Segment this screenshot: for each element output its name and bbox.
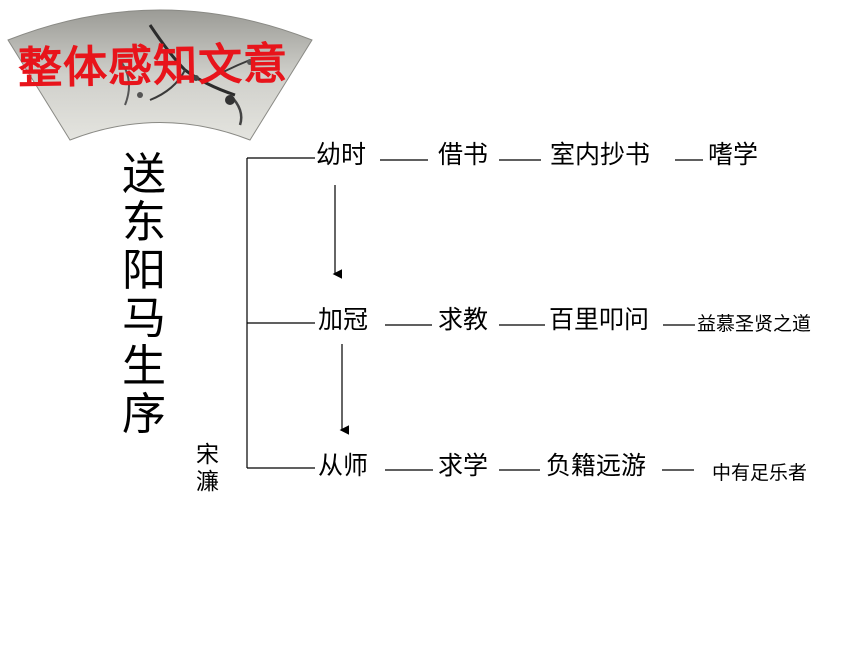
node-stage-childhood: 幼时 <box>316 140 367 169</box>
author-char: 宋 <box>196 442 219 468</box>
title-char: 送 <box>122 149 166 200</box>
node-action: 借书 <box>438 140 489 169</box>
title-char: 马 <box>122 293 166 344</box>
node-stage-adulthood: 加冠 <box>318 305 369 334</box>
node-result: 中有足乐者 <box>712 462 808 484</box>
node-action: 求教 <box>438 305 489 334</box>
node-stage-apprentice: 从师 <box>318 451 369 480</box>
title-char: 序 <box>122 389 166 440</box>
node-detail: 百里叩问 <box>549 305 650 334</box>
author-char: 濂 <box>196 469 219 495</box>
node-action: 求学 <box>438 451 489 480</box>
fan-painting-banner <box>7 9 313 141</box>
node-result: 嗜学 <box>708 140 759 169</box>
node-detail: 负籍远游 <box>546 451 647 480</box>
title-char: 生 <box>122 341 166 392</box>
node-result: 益慕圣贤之道 <box>697 313 812 335</box>
node-detail: 室内抄书 <box>550 140 651 169</box>
title-char: 阳 <box>122 245 166 296</box>
title-char: 东 <box>122 197 166 248</box>
